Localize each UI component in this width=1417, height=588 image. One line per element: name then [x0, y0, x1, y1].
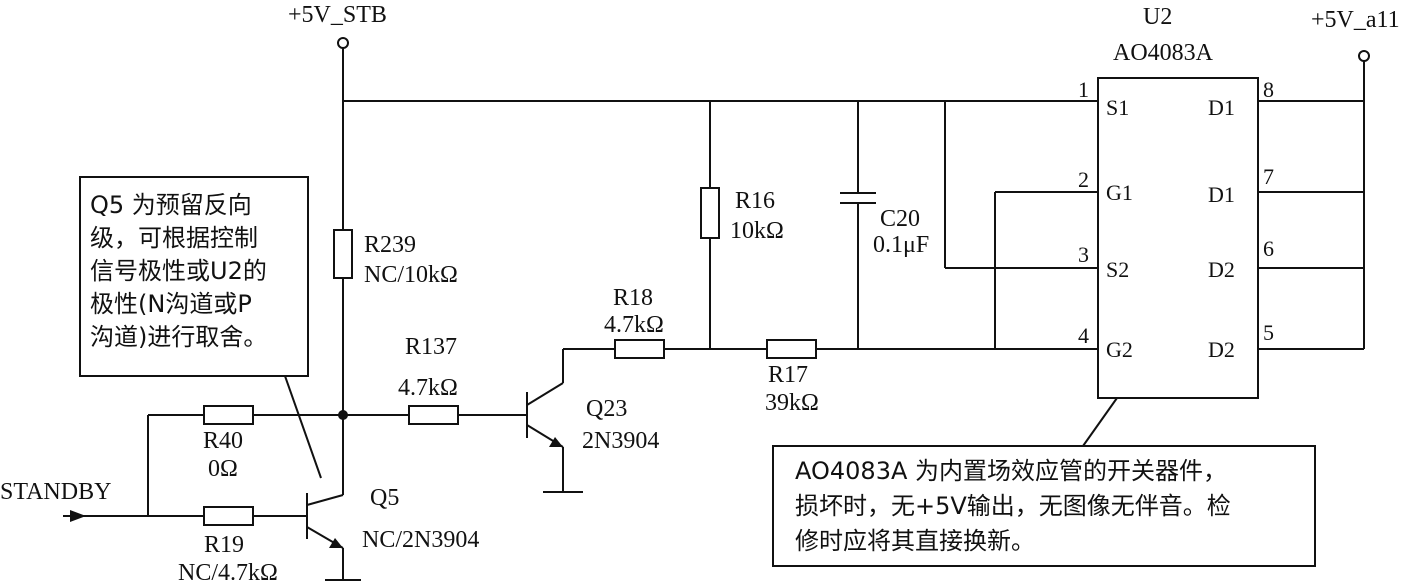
rail-5v-stb-terminal — [337, 37, 349, 49]
note-right: AO4083A 为内置场效应管的开关器件， 损坏时，无+5V输出，无图像无伴音。… — [772, 397, 1316, 567]
pin-1-name: S1 — [1106, 95, 1129, 120]
standby-label: STANDBY — [0, 479, 111, 505]
r137-ref: R137 — [405, 334, 457, 360]
ic-u2-ref: U2 — [1143, 4, 1172, 30]
r17-ref: R17 — [768, 362, 808, 388]
r239-ref: R239 — [364, 232, 416, 258]
ic-u2-body — [1097, 77, 1259, 399]
transistor-q5: Q5 NC/2N3904 — [306, 485, 479, 581]
ic-u2: U2 AO4083A 1 S1 2 G1 3 S2 4 G2 8 D1 7 D1… — [1078, 4, 1274, 399]
resistor-r40: R40 0Ω — [147, 405, 343, 516]
q5-ref: Q5 — [370, 485, 399, 511]
pin-7-name: D1 — [1208, 182, 1235, 207]
r18-value: 4.7kΩ — [604, 312, 664, 338]
pin-4-name: G2 — [1106, 337, 1133, 362]
resistor-r239: R239 NC/10kΩ — [333, 229, 458, 288]
wire-g1-g2 — [994, 191, 1098, 349]
c20-value: 0.1μF — [873, 232, 929, 258]
pin-8-number: 8 — [1263, 77, 1274, 102]
rail-5v-all: +5V_a11 — [1258, 7, 1400, 350]
pin-1-number: 1 — [1078, 77, 1089, 102]
q5-value: NC/2N3904 — [362, 527, 479, 553]
pin-2-name: G1 — [1106, 180, 1133, 205]
pin-5-number: 5 — [1263, 320, 1274, 345]
note-right-line-1: AO4083A 为内置场效应管的开关器件， — [795, 457, 1227, 485]
resistor-r17: R17 39kΩ — [765, 339, 819, 416]
note-right-line-2: 损坏时，无+5V输出，无图像无伴音。检 — [795, 492, 1231, 520]
note-left-line-5: 沟道)进行取舍。 — [90, 323, 267, 351]
pin-3-name: S2 — [1106, 257, 1129, 282]
r137-value: 4.7kΩ — [398, 375, 458, 401]
rail-5v-all-label: +5V_a11 — [1311, 7, 1400, 33]
q23-ref: Q23 — [586, 396, 627, 422]
note-left-line-4: 极性(N沟道或P — [90, 290, 252, 318]
r19-value: NC/4.7kΩ — [178, 560, 278, 586]
c20-ref: C20 — [880, 206, 920, 232]
r40-value: 0Ω — [208, 456, 238, 482]
note-left-line-2: 级，可根据控制 — [90, 224, 258, 252]
pin-6-number: 6 — [1263, 236, 1274, 261]
pin-8-name: D1 — [1208, 95, 1235, 120]
pin-2-number: 2 — [1078, 167, 1089, 192]
note-left-line-3: 信号极性或U2的 — [90, 257, 267, 285]
capacitor-c20: C20 0.1μF — [840, 101, 929, 349]
pin-7-number: 7 — [1263, 164, 1274, 189]
rail-5v-stb: +5V_STB — [288, 2, 1098, 495]
note-left-line-1: Q5 为预留反向 — [90, 191, 252, 219]
ic-u2-part: AO4083A — [1113, 40, 1214, 66]
transistor-q23: Q23 2N3904 — [526, 349, 659, 493]
r16-value: 10kΩ — [730, 218, 784, 244]
rail-5v-all-terminal — [1358, 50, 1370, 62]
r19-ref: R19 — [204, 532, 244, 558]
pin-4-number: 4 — [1078, 323, 1089, 348]
r16-ref: R16 — [735, 188, 775, 214]
standby-input: STANDBY — [0, 479, 204, 522]
r40-ref: R40 — [203, 428, 243, 454]
pin-5-name: D2 — [1208, 337, 1235, 362]
pin-3-number: 3 — [1078, 242, 1089, 267]
r17-value: 39kΩ — [765, 390, 819, 416]
q23-value: 2N3904 — [582, 428, 659, 454]
resistor-r137: R137 4.7kΩ — [338, 334, 527, 425]
note-right-line-3: 修时应将其直接换新。 — [795, 527, 1035, 555]
resistor-r16: R16 10kΩ — [700, 101, 784, 349]
note-left: Q5 为预留反向 级，可根据控制 信号极性或U2的 极性(N沟道或P 沟道)进行… — [79, 176, 322, 479]
rail-5v-stb-label: +5V_STB — [288, 2, 387, 28]
r239-value: NC/10kΩ — [364, 262, 458, 288]
resistor-r19: R19 NC/4.7kΩ — [178, 506, 307, 586]
wire-s1-s2 — [944, 101, 1098, 269]
pin-6-name: D2 — [1208, 257, 1235, 282]
r18-ref: R18 — [613, 285, 653, 311]
resistor-r18: R18 4.7kΩ — [604, 285, 665, 359]
